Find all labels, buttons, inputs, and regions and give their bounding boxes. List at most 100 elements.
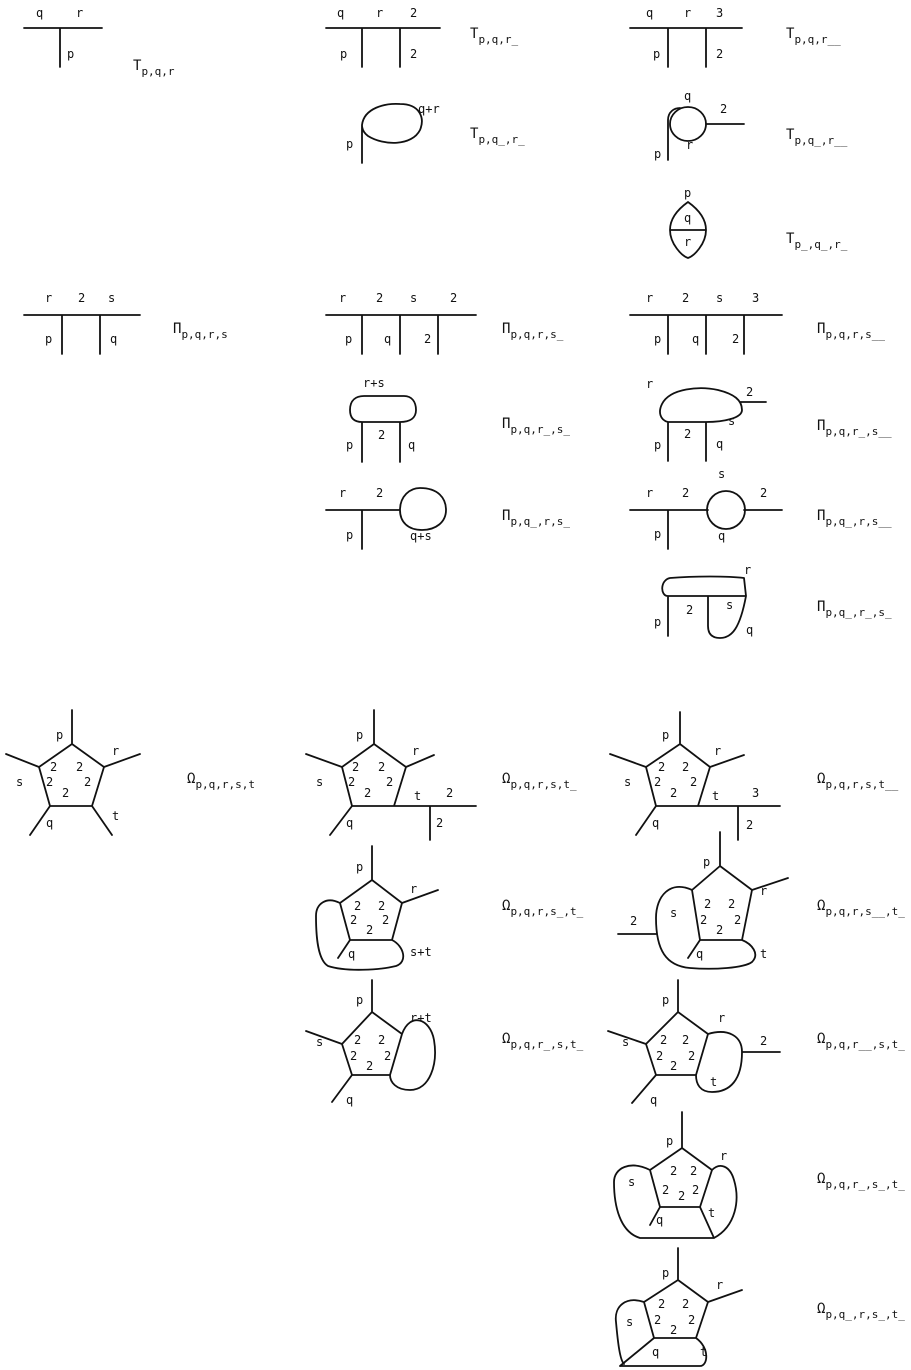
svg-text:2: 2 [348, 775, 355, 789]
svg-text:2: 2 [654, 775, 661, 789]
name-P7: Πp,q̲,r,s̲̲ [817, 508, 892, 528]
svg-text:s+t: s+t [410, 945, 432, 959]
svg-text:2: 2 [760, 486, 767, 500]
svg-text:2: 2 [728, 897, 735, 911]
svg-text:2: 2 [410, 6, 417, 20]
svg-text:2: 2 [692, 1183, 699, 1197]
graph-P8: r s p 2 q [654, 563, 753, 639]
svg-text:s: s [410, 291, 417, 305]
svg-text:2: 2 [352, 760, 359, 774]
graph-T4: q+r p [346, 102, 440, 164]
name-T1: Tp,q,r [133, 58, 175, 78]
svg-text:2: 2 [654, 1313, 661, 1327]
graph-O7: p r s 2 q t 2 2 2 2 2 [607, 979, 781, 1107]
graph-O5: p r s 2 q t 2 2 2 2 2 [617, 831, 789, 970]
svg-text:2: 2 [658, 1297, 665, 1311]
svg-text:2: 2 [378, 899, 385, 913]
svg-text:2: 2 [678, 1189, 685, 1203]
name-O8: Ωp,q,r̲,s̲,t̲ [817, 1171, 905, 1191]
svg-text:s: s [626, 1315, 633, 1329]
svg-text:2: 2 [688, 1049, 695, 1063]
svg-text:3: 3 [752, 786, 759, 800]
svg-text:r: r [716, 1278, 723, 1292]
svg-text:t: t [414, 789, 421, 803]
name-O7: Ωp,q,r̲̲,s,t̲ [817, 1031, 905, 1051]
graph-P2: r 2 s 2 p q 2 [325, 291, 477, 355]
svg-text:2: 2 [684, 427, 691, 441]
svg-text:3: 3 [752, 291, 759, 305]
name-P3: Πp,q,r,s̲̲ [817, 321, 885, 341]
svg-text:2: 2 [682, 291, 689, 305]
svg-text:s: s [716, 291, 723, 305]
svg-text:q: q [110, 332, 117, 346]
svg-text:2: 2 [376, 291, 383, 305]
svg-text:r: r [684, 235, 691, 249]
svg-text:q: q [718, 529, 725, 543]
graph-P3: r 2 s 3 p q 2 [629, 291, 783, 355]
svg-text:p: p [346, 438, 353, 452]
svg-text:q+s: q+s [410, 529, 432, 543]
graph-O9: p r s q t 2 2 2 2 2 [614, 1247, 743, 1367]
svg-text:2: 2 [682, 760, 689, 774]
svg-text:2: 2 [378, 760, 385, 774]
svg-text:2: 2 [436, 816, 443, 830]
graph-T5: q 2 r p [654, 89, 745, 161]
svg-text:r: r [760, 884, 767, 898]
svg-text:q: q [337, 6, 344, 20]
graph-P7: r 2 s 2 p q [629, 467, 783, 550]
name-P1: Πp,q,r,s [173, 321, 228, 341]
graph-O1: p r s q t 2 2 2 2 2 [5, 709, 141, 836]
svg-text:r: r [718, 1011, 725, 1025]
name-T5: Tp,q̲,r̲̲ [786, 127, 848, 147]
svg-text:2: 2 [682, 1297, 689, 1311]
svg-text:s: s [16, 775, 23, 789]
svg-text:2: 2 [76, 760, 83, 774]
svg-text:s: s [628, 1175, 635, 1189]
svg-text:q: q [696, 947, 703, 961]
svg-text:q: q [746, 623, 753, 637]
svg-text:r: r [646, 291, 653, 305]
svg-text:2: 2 [630, 914, 637, 928]
svg-text:2: 2 [716, 47, 723, 61]
svg-text:r: r [410, 882, 417, 896]
svg-text:2: 2 [658, 760, 665, 774]
svg-text:q: q [36, 6, 43, 20]
svg-text:r+s: r+s [363, 376, 385, 390]
svg-text:t: t [708, 1206, 715, 1220]
svg-text:r: r [646, 486, 653, 500]
svg-text:p: p [356, 728, 363, 742]
graph-O8: p r s q t 2 2 2 2 2 [613, 1111, 738, 1239]
svg-text:s: s [718, 467, 725, 481]
svg-text:r: r [720, 1149, 727, 1163]
svg-text:p: p [662, 1266, 669, 1280]
svg-text:q: q [408, 438, 415, 452]
svg-text:r: r [339, 291, 346, 305]
svg-text:2: 2 [364, 786, 371, 800]
svg-text:2: 2 [670, 1059, 677, 1073]
name-O9: Ωp,q̲,r,s̲,t̲ [817, 1301, 905, 1321]
svg-text:t: t [760, 947, 767, 961]
name-O2: Ωp,q,r,s,t̲ [502, 771, 577, 791]
svg-text:2: 2 [376, 486, 383, 500]
svg-text:2: 2 [732, 332, 739, 346]
graph-T6: p q r [669, 186, 707, 259]
svg-text:q: q [384, 332, 391, 346]
svg-text:p: p [654, 147, 661, 161]
svg-text:2: 2 [62, 786, 69, 800]
svg-text:p: p [684, 186, 691, 200]
name-O4: Ωp,q,r,s̲,t̲ [502, 898, 584, 918]
svg-text:r: r [744, 563, 751, 577]
name-P6: Πp,q̲,r,s̲ [502, 508, 570, 528]
svg-text:2: 2 [720, 102, 727, 116]
svg-text:2: 2 [670, 786, 677, 800]
svg-text:2: 2 [670, 1323, 677, 1337]
svg-text:2: 2 [378, 428, 385, 442]
svg-text:2: 2 [682, 486, 689, 500]
svg-text:2: 2 [386, 775, 393, 789]
svg-text:q: q [652, 1345, 659, 1359]
svg-text:s: s [108, 291, 115, 305]
svg-text:t: t [712, 789, 719, 803]
name-T2: Tp,q,r̲ [470, 26, 519, 46]
svg-text:q: q [346, 1093, 353, 1107]
